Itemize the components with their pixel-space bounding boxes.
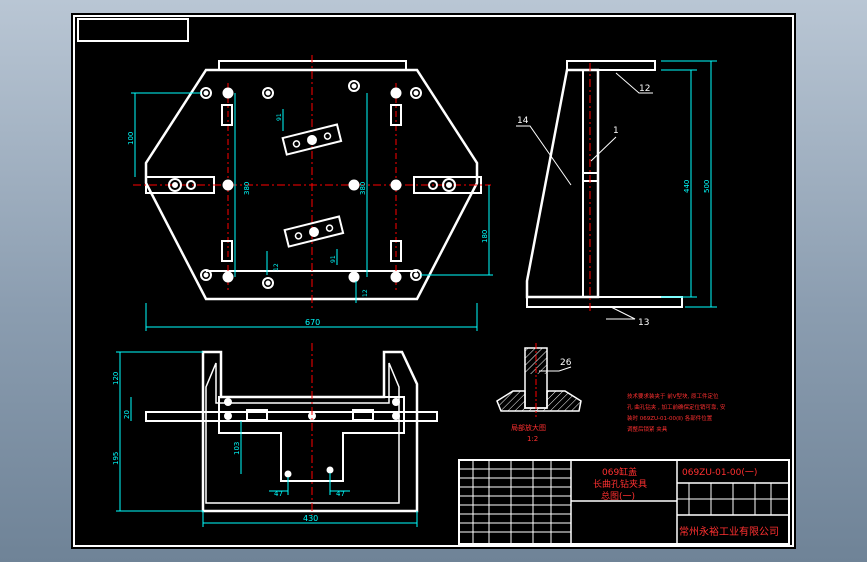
part-name-line2: 长曲孔钻夹具 [593, 478, 647, 490]
dim-side-outer: 500 [703, 180, 711, 193]
detail-leader [539, 366, 572, 372]
detail-view: 26 局部放大图 1:2 [496, 343, 582, 443]
callout-12: 12 [639, 84, 650, 94]
detail-label: 局部放大图 [511, 423, 546, 432]
front-inner-outline [205, 362, 400, 504]
side-dimension-lines [661, 60, 717, 308]
callout-14: 14 [517, 116, 529, 126]
note-line: 技术要求装夹于 前V型块, 原工件定位 [627, 392, 719, 400]
dim-front-offset: 103 [233, 442, 241, 455]
front-rail [145, 411, 438, 422]
corner-box [77, 18, 189, 42]
dim-small-d: 12 [362, 289, 369, 297]
front-holes [224, 398, 400, 478]
top-view: 670 100 380 380 180 91 91 12 12 [127, 55, 493, 331]
callout-13: 13 [638, 318, 649, 328]
dim-side-inner: 440 [683, 180, 691, 193]
dim-top-height-left: 100 [127, 132, 135, 145]
title-block: 069缸盖 长曲孔钻夹具 总图(一) 069ZU-01-00(一) 常州永裕工业… [458, 459, 790, 545]
note-line: 调整后锁紧 夹具 [627, 425, 668, 433]
leaders [516, 72, 653, 320]
dim-small-a: 91 [276, 113, 283, 121]
side-top-bar [566, 60, 656, 71]
slot [390, 104, 402, 126]
top-plate-outline [144, 68, 479, 301]
dimension-lines [131, 92, 493, 331]
dim-front-gap-right: 47 [336, 490, 345, 498]
company-name: 常州永裕工业有限公司 [679, 525, 779, 538]
drawing-number: 069ZU-01-00(一) [682, 468, 757, 478]
front-body-outline [201, 350, 419, 513]
dim-front-width: 430 [303, 514, 318, 523]
dim-hole-span-right: 380 [359, 182, 367, 195]
dim-front-height-c: 195 [112, 452, 120, 465]
dim-top-height-right: 180 [481, 230, 489, 243]
clamp-lower [283, 215, 345, 248]
note-line: 装时 069ZU-01-00(Ⅱ) 各部件位置 [627, 414, 713, 422]
detail-base [496, 390, 582, 412]
dim-top-width: 670 [305, 318, 320, 327]
side-base [526, 296, 683, 308]
part-name-line1: 069缸盖 [602, 466, 637, 478]
side-view: 440 500 14 1 12 13 [516, 60, 717, 328]
front-dimension-lines [116, 351, 418, 527]
front-t-block [218, 396, 405, 482]
right-grid [677, 483, 789, 515]
front-view: 430 120 20 195 103 47 47 [112, 343, 438, 527]
slot [221, 104, 233, 126]
drawing-sheet: 670 100 380 380 180 91 91 12 12 440 500 [71, 13, 796, 549]
callout-26: 26 [560, 358, 572, 368]
dim-small-b: 91 [330, 255, 337, 263]
dim-small-c: 12 [273, 263, 280, 271]
clamp-upper [281, 123, 343, 156]
part-name-line3: 总图(一) [601, 490, 635, 502]
slot [221, 240, 233, 262]
revision-grid [459, 460, 571, 544]
outer-frame [73, 15, 794, 547]
front-slot-left [246, 409, 268, 421]
dim-hole-span-left: 380 [243, 182, 251, 195]
detail-scale: 1:2 [527, 435, 538, 443]
callout-1: 1 [613, 126, 619, 136]
front-slot-right [352, 409, 374, 421]
dim-front-height-a: 120 [112, 372, 120, 385]
dim-front-height-b: 20 [123, 410, 131, 419]
side-gusset [525, 68, 600, 299]
dim-front-gap-left: 47 [274, 490, 283, 498]
note-line: 孔 曲孔钻夹 , 加工前确保定位销可靠, 安 [627, 403, 726, 411]
slot [390, 240, 402, 262]
technical-notes: 技术要求装夹于 前V型块, 原工件定位 孔 曲孔钻夹 , 加工前确保定位销可靠,… [627, 392, 726, 433]
